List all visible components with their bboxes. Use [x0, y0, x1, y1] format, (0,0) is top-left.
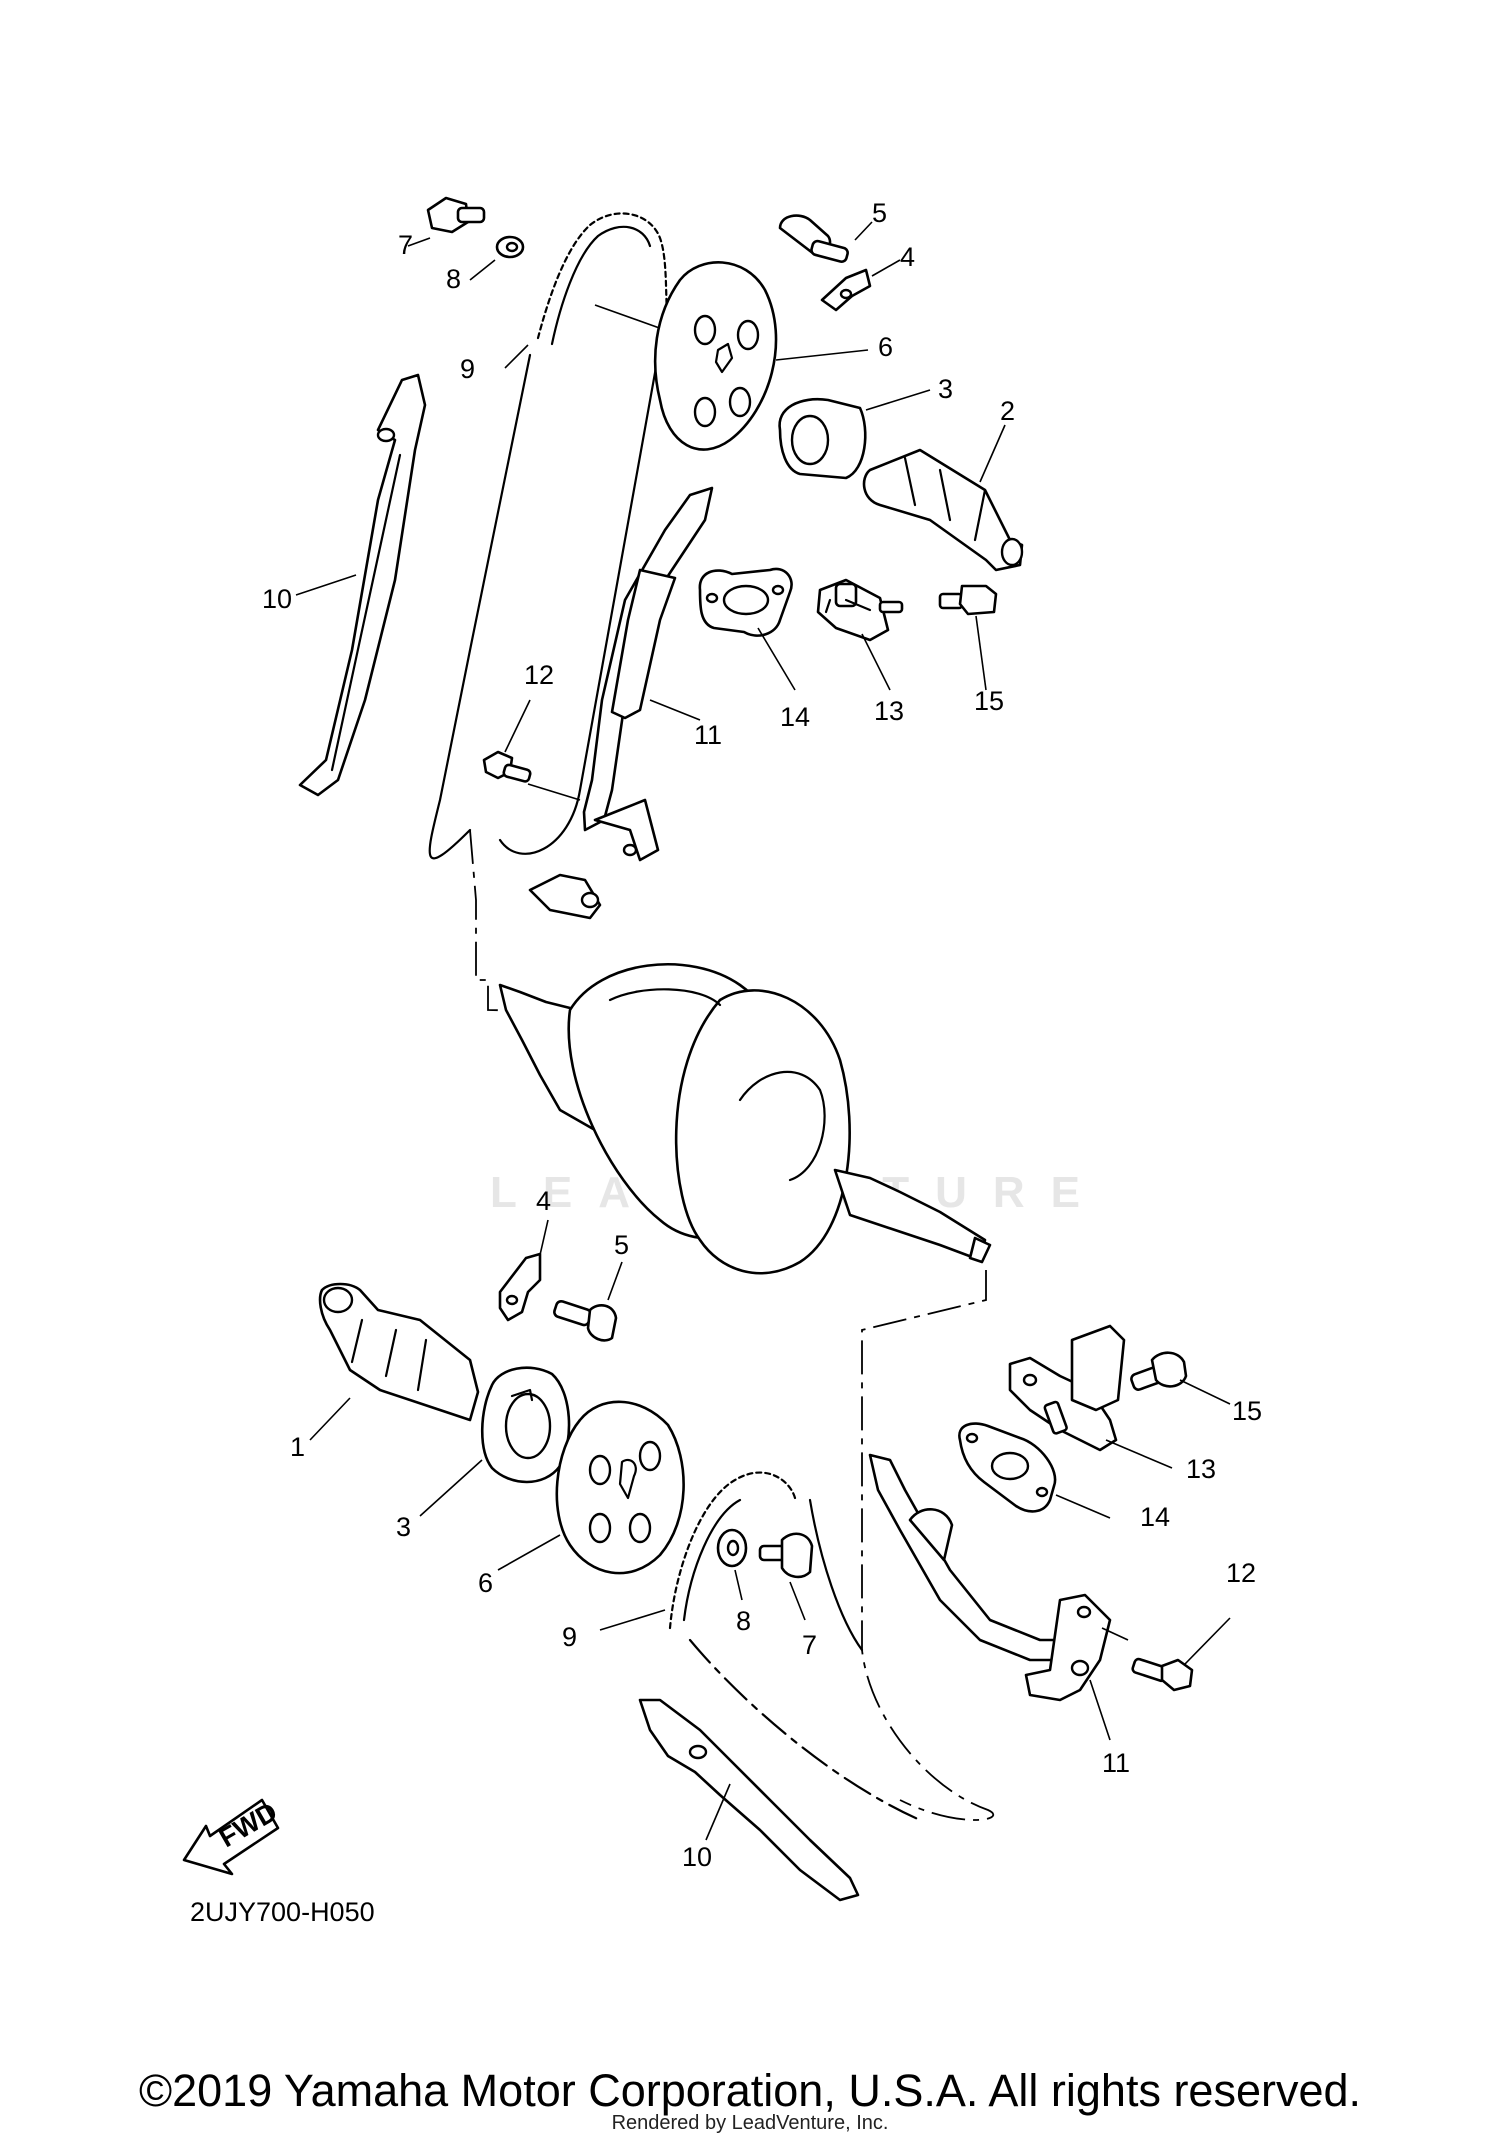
- tensioner-guide-11-bot: [868, 1453, 1112, 1741]
- callout-3-bot: 3: [396, 1512, 411, 1542]
- callout-2-top: 2: [1000, 396, 1015, 426]
- rendered-by-notice: Rendered by LeadVenture, Inc.: [611, 2112, 889, 2134]
- callout-14-top: 14: [780, 702, 810, 732]
- callout-1-bot: 1: [290, 1432, 305, 1462]
- chain-guide-10-top: [295, 373, 427, 797]
- callout-15-top: 15: [974, 686, 1004, 716]
- lock-plate-4-top: [820, 259, 901, 312]
- decompression-plate-3-top: [778, 389, 931, 480]
- washer-8-top: [469, 235, 525, 281]
- cam-chain-9-bot: [599, 1471, 922, 1822]
- bolt-12-bot: [1101, 1617, 1231, 1692]
- gasket-14-top: [698, 567, 796, 691]
- callout-4-top: 4: [900, 242, 915, 272]
- cam-chain-tensioner-13-top: [816, 578, 904, 691]
- bolt-15-top: [938, 584, 998, 691]
- callout-6-bot: 6: [478, 1568, 493, 1598]
- gasket-14-bot: [958, 1422, 1111, 1519]
- bolt-5-top: [778, 214, 873, 264]
- callout-11-bot: 11: [1102, 1748, 1130, 1778]
- crankshaft: [498, 962, 992, 1275]
- chain-guide-10-bot: [638, 1698, 860, 1902]
- callout-13-bot: 13: [1186, 1454, 1216, 1484]
- copyright-notice: ©2019 Yamaha Motor Corporation, U.S.A. A…: [138, 2065, 1362, 2116]
- callout-5-top: 5: [872, 198, 887, 228]
- bolt-12-top: [482, 699, 581, 801]
- camshaft-2: [862, 424, 1024, 572]
- bolt-7-bot: [758, 1532, 814, 1621]
- callout-3-top: 3: [938, 374, 953, 404]
- lock-plate-4-mid: [498, 1219, 549, 1322]
- callout-10-bot: 10: [682, 1842, 712, 1872]
- callout-14-bot: 14: [1140, 1502, 1170, 1532]
- cam-chain-tensioner-13-bot: [1008, 1324, 1173, 1469]
- callout-4-mid: 4: [536, 1186, 551, 1216]
- callout-13-top: 13: [874, 696, 904, 726]
- cam-sprocket-6-top: [653, 261, 869, 451]
- callout-12-top: 12: [524, 660, 554, 690]
- callout-12-bot: 12: [1226, 1558, 1256, 1588]
- callout-6-top: 6: [878, 332, 893, 362]
- camshaft-1: [309, 1282, 480, 1441]
- cam-chain-9-top: [428, 212, 670, 860]
- callout-8-top: 8: [446, 264, 461, 294]
- callout-8-bot: 8: [736, 1606, 751, 1636]
- callout-15-bot: 15: [1232, 1396, 1262, 1426]
- cam-sprocket-6-bot: [497, 1400, 685, 1575]
- bolt-15-bot: [1130, 1351, 1231, 1405]
- callout-9-bot: 9: [562, 1622, 577, 1652]
- callout-5-mid: 5: [614, 1230, 629, 1260]
- callout-7-bot: 7: [802, 1630, 817, 1660]
- callout-7-top: 7: [398, 230, 413, 260]
- washer-8-bot: [716, 1528, 748, 1601]
- tensioner-guide-11-top: [528, 486, 714, 920]
- callout-11-top: 11: [694, 720, 722, 750]
- callout-9-top: 9: [460, 354, 475, 384]
- callout-10-top: 10: [262, 584, 292, 614]
- bolt-5-mid: [553, 1261, 623, 1342]
- fwd-arrow-icon: [182, 1798, 280, 1876]
- diagram-code: 2UJY700-H050: [190, 1897, 375, 1927]
- bolt-7-top: [407, 196, 486, 247]
